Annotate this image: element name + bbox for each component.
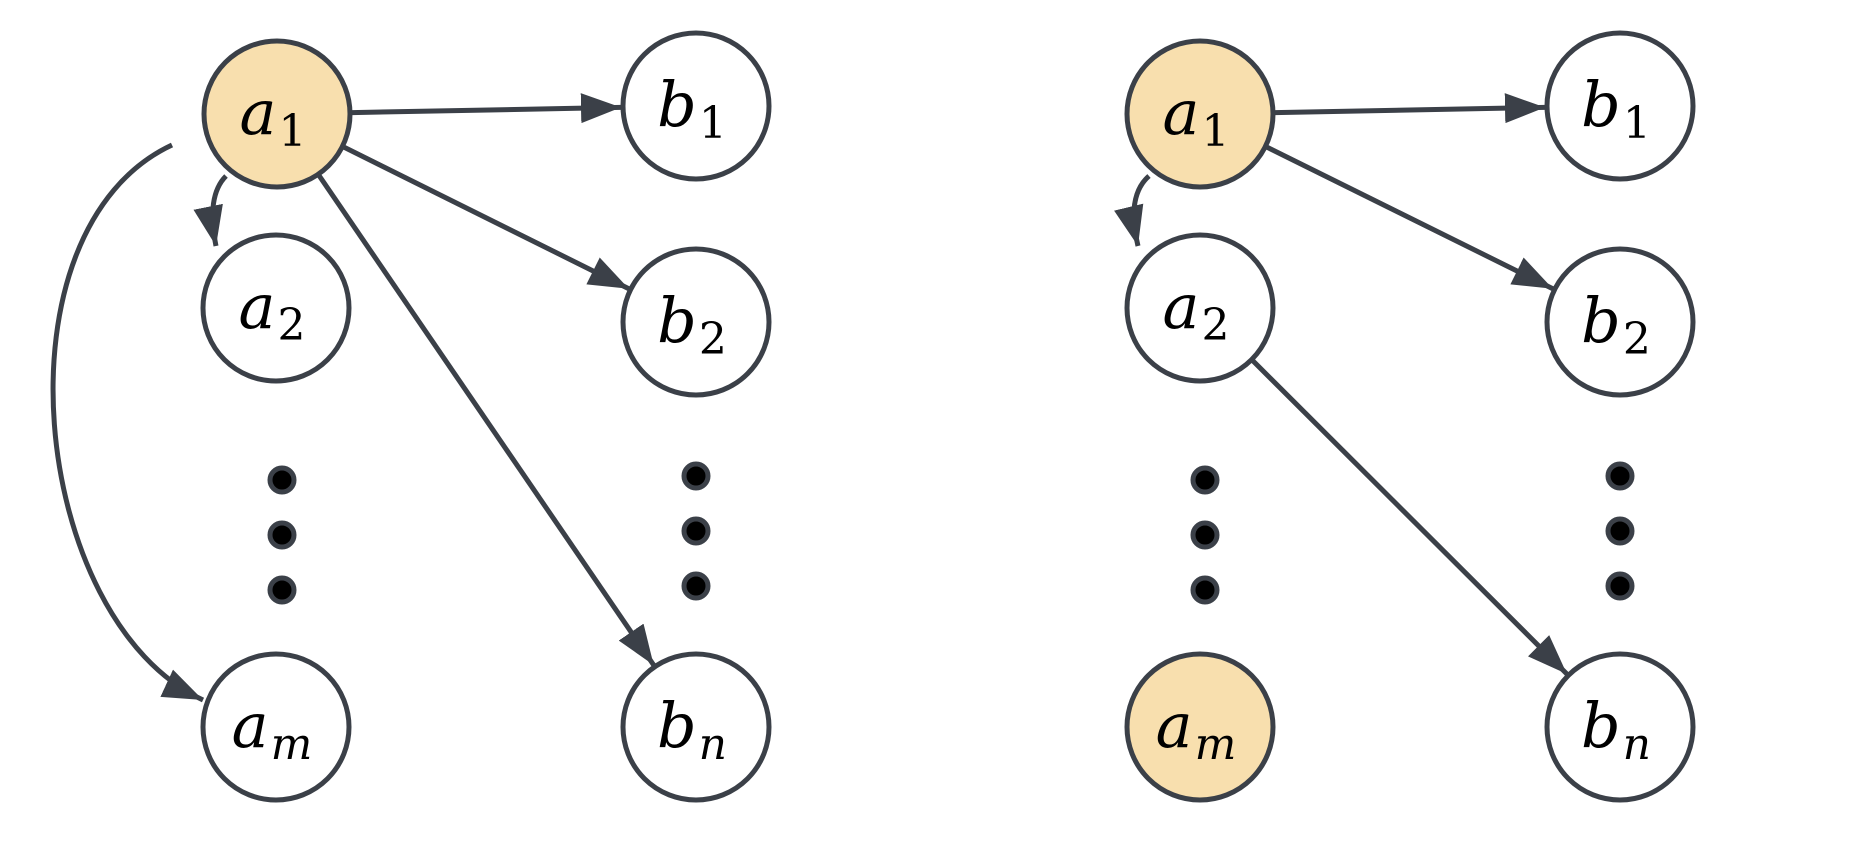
node-a2: a2 [1124, 232, 1276, 384]
node-b2-label-base: b [1581, 284, 1621, 357]
edge-a1-to-b1 [351, 93, 622, 124]
node-a2: a2 [200, 232, 352, 384]
left-edges [50, 93, 656, 703]
node-am-label-subscript: m [271, 719, 313, 770]
ellipsis-dot-3 [1190, 575, 1220, 605]
edge-a1-to-bn [317, 174, 656, 667]
edge-a2-to-bn [1251, 359, 1569, 676]
node-b2-circle [620, 246, 772, 398]
edge-a1-to-b1 [1274, 93, 1546, 124]
node-a2-circle [200, 232, 352, 384]
node-a2-label: a2 [1163, 270, 1230, 351]
node-bn: bn [1544, 651, 1696, 803]
node-am: am [1124, 651, 1276, 803]
node-a2-label-subscript: 2 [1201, 300, 1229, 351]
node-b1-circle [620, 30, 772, 182]
right-ellipsis [1190, 461, 1635, 605]
node-a1-label-base: a [240, 76, 277, 149]
edge-a1-to-b2 [1266, 145, 1554, 291]
node-bn-label-subscript: n [699, 719, 727, 770]
node-am-circle-highlighted [1124, 651, 1276, 803]
node-bn-label-base: b [1581, 689, 1621, 762]
edge-a1-to-a2 [193, 174, 228, 247]
ellipsis-dot-5 [1605, 516, 1635, 546]
node-bn-label-subscript: n [1623, 719, 1651, 770]
node-a2-circle [1124, 232, 1276, 384]
node-a1: a1 [201, 38, 353, 190]
node-bn-label: bn [1581, 689, 1651, 770]
node-am-label-base: a [232, 689, 269, 762]
left-ellipsis [267, 461, 711, 605]
node-b1: b1 [620, 30, 772, 182]
node-a1-label-base: a [1163, 76, 1200, 149]
ellipsis-dot-6 [681, 571, 711, 601]
node-bn-circle [1544, 651, 1696, 803]
node-b1-label: b1 [657, 68, 727, 149]
right-edges [1114, 93, 1569, 676]
node-b2-label: b2 [657, 284, 727, 365]
node-am-circle [200, 651, 352, 803]
ellipsis-dot-2 [1190, 520, 1220, 550]
node-b1-label-subscript: 1 [699, 98, 727, 149]
node-a1-circle-highlighted [201, 38, 353, 190]
ellipsis-dot-1 [267, 465, 297, 495]
node-a2-label-base: a [1163, 270, 1200, 343]
node-b1-label: b1 [1581, 68, 1651, 149]
node-b1-label-subscript: 1 [1623, 98, 1651, 149]
node-b1-label-base: b [1581, 68, 1621, 141]
ellipsis-dot-2 [267, 520, 297, 550]
node-b1-circle [1544, 30, 1696, 182]
ellipsis-dot-1 [1190, 465, 1220, 495]
node-a1-label: a1 [240, 76, 307, 157]
node-a1-circle-highlighted [1124, 38, 1276, 190]
node-b2-label-base: b [657, 284, 697, 357]
ellipsis-dot-4 [681, 461, 711, 491]
node-b1-label-base: b [657, 68, 697, 141]
node-b2-label-subscript: 2 [1623, 314, 1651, 365]
node-a2-label-subscript: 2 [277, 300, 305, 351]
node-a2-label-base: a [239, 270, 276, 343]
edge-a1-to-a2 [1114, 174, 1151, 247]
node-am-label-subscript: m [1195, 719, 1237, 770]
node-b2-label-subscript: 2 [699, 314, 727, 365]
node-am-label: am [232, 689, 313, 770]
ellipsis-dot-6 [1605, 571, 1635, 601]
ellipsis-dot-5 [681, 516, 711, 546]
edge-a1-to-am [50, 142, 205, 703]
node-bn-circle [620, 651, 772, 803]
node-b2: b2 [620, 246, 772, 398]
node-bn-label-base: b [657, 689, 697, 762]
node-am-label-base: a [1156, 689, 1193, 762]
node-bn-label: bn [657, 689, 727, 770]
node-am: am [200, 651, 352, 803]
node-b2-circle [1544, 246, 1696, 398]
node-b2: b2 [1544, 246, 1696, 398]
ellipsis-dot-3 [267, 575, 297, 605]
node-b2-label: b2 [1581, 284, 1651, 365]
node-a2-label: a2 [239, 270, 306, 351]
node-b1: b1 [1544, 30, 1696, 182]
edge-a1-to-b2 [343, 145, 630, 291]
node-a1-label-subscript: 1 [1201, 106, 1229, 157]
ellipsis-dot-4 [1605, 461, 1635, 491]
node-a1: a1 [1124, 38, 1276, 190]
node-a1-label: a1 [1163, 76, 1230, 157]
node-am-label: am [1156, 689, 1237, 770]
node-a1-label-subscript: 1 [278, 106, 306, 157]
node-bn: bn [620, 651, 772, 803]
